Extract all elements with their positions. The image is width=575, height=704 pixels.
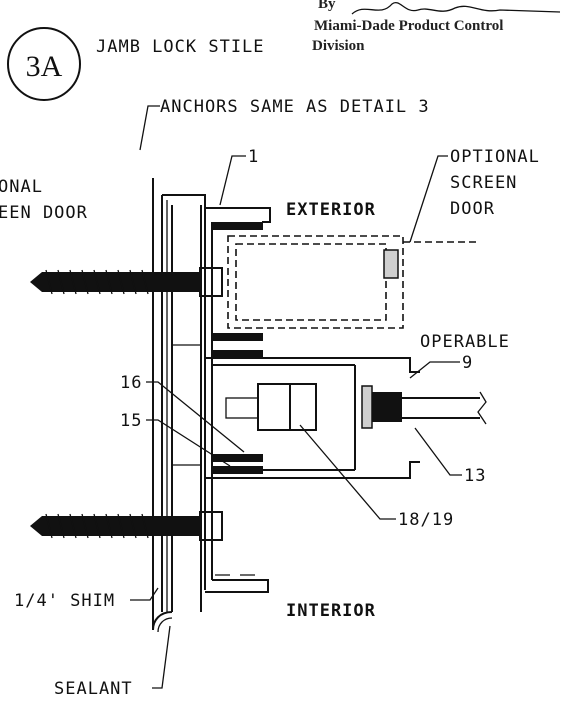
callout-15: 15: [120, 411, 142, 431]
detail-badge-circle: [7, 27, 81, 101]
stamp-agency: Miami-Dade Product Control: [314, 18, 503, 34]
operable-label: OPERABLE: [420, 332, 510, 352]
callout-16: 16: [120, 373, 142, 393]
optional-screen-door-right-1: OPTIONAL: [450, 147, 540, 167]
screen-door-frame: [227, 235, 480, 329]
sealant-leader: [152, 625, 171, 689]
callout-13: 13: [464, 466, 486, 486]
callout-16-leader: [146, 381, 245, 453]
shim-leader: [130, 587, 159, 601]
callout-9: 9: [462, 353, 473, 373]
frame-profile: [204, 207, 271, 593]
optional-screen-door-right-3: DOOR: [450, 199, 495, 219]
optional-screen-door-left-1: ONAL: [0, 177, 43, 197]
callout-13-leader: [414, 427, 462, 476]
interior-label: INTERIOR: [286, 601, 376, 621]
detail-title: JAMB LOCK STILE: [96, 37, 265, 57]
screen-door-right-leader: [409, 155, 448, 243]
lower-anchor-screw: [30, 511, 223, 541]
callout-18-19-leader: [299, 424, 396, 520]
sealant-bead: [152, 611, 173, 631]
optional-screen-door-right-2: SCREEN: [450, 173, 517, 193]
anchors-note: ANCHORS SAME AS DETAIL 3: [160, 97, 430, 117]
sealant-label: SEALANT: [54, 679, 133, 699]
callout-15-leader: [146, 419, 231, 467]
approval-stamp: By Miami-Dade Product Control Division: [312, 0, 561, 54]
callout-1-leader: [219, 155, 246, 206]
upper-anchor-screw: [30, 267, 223, 297]
sealant-bead-inner: [157, 617, 173, 633]
anchors-leader: [139, 105, 160, 151]
detail-badge: 3A: [26, 50, 63, 83]
wall-jamb: [152, 178, 206, 630]
callout-9-leader: [409, 361, 460, 379]
operable-stile: [205, 357, 487, 479]
stamp-division: Division: [312, 38, 365, 54]
shim-label: 1/4' SHIM: [14, 591, 115, 611]
stamp-by: By: [318, 0, 336, 12]
detail-header: 3A JAMB LOCK STILE: [7, 27, 265, 101]
signature-mark: [351, 2, 561, 15]
exterior-label: EXTERIOR: [286, 200, 376, 220]
callout-18-19: 18/19: [398, 510, 454, 530]
callout-1: 1: [248, 147, 259, 167]
optional-screen-door-left-2: EEN DOOR: [0, 203, 88, 223]
